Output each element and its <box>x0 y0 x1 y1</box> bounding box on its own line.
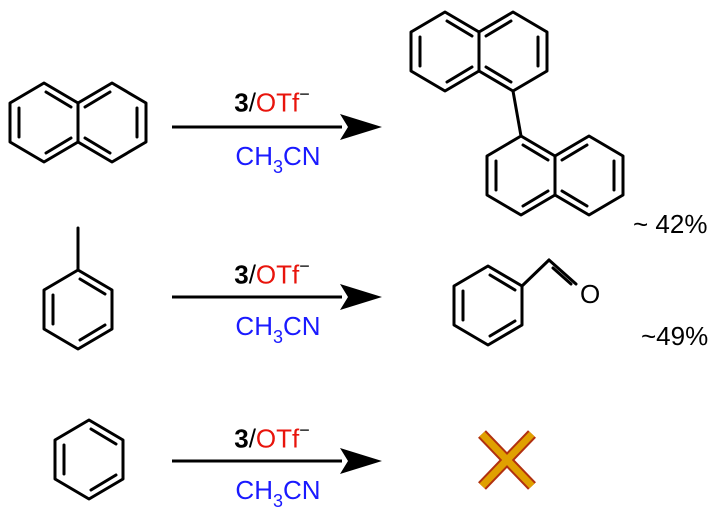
reagent-charge: − <box>299 256 310 276</box>
solvent-pre: CH <box>235 141 273 171</box>
cross-icon <box>478 430 536 490</box>
solvent-label-1: CH3CN <box>178 142 378 179</box>
reagent-number: 3 <box>234 87 249 118</box>
reagent-slash: / <box>248 259 256 290</box>
solvent-sub: 3 <box>272 157 283 178</box>
yield-label-1: ~ 42% <box>633 209 708 239</box>
arrowhead-2 <box>340 284 382 310</box>
reagent-label-1: 3/OTf− <box>172 82 372 117</box>
reagent-anion: OTf <box>255 87 300 118</box>
arrowhead-3 <box>340 448 382 474</box>
naphthalene-structure <box>8 81 148 164</box>
benzene-structure <box>53 418 125 501</box>
reagent-number: 3 <box>234 259 249 290</box>
yield-label-2: ~49% <box>641 321 709 351</box>
reagent-charge: − <box>299 420 310 440</box>
reagent-anion: OTf <box>255 259 300 290</box>
reagent-number: 3 <box>234 423 249 454</box>
solvent-sub: 3 <box>272 491 283 512</box>
toluene-structure <box>42 226 114 351</box>
solvent-pre: CH <box>235 311 273 341</box>
reagent-charge: − <box>299 84 310 104</box>
benzaldehyde-structure <box>452 258 578 347</box>
arrowhead-1 <box>340 114 382 140</box>
reagent-label-2: 3/OTf− <box>172 254 372 289</box>
reagent-slash: / <box>248 423 256 454</box>
solvent-pre: CH <box>235 475 273 505</box>
solvent-sub: 3 <box>272 327 283 348</box>
solvent-post: CN <box>283 141 321 171</box>
solvent-label-3: CH3CN <box>178 476 378 513</box>
binaphthyl-structure <box>409 10 625 217</box>
oxygen-atom-label: O <box>580 279 601 309</box>
solvent-post: CN <box>283 475 321 505</box>
solvent-post: CN <box>283 311 321 341</box>
reagent-anion: OTf <box>255 423 300 454</box>
solvent-label-2: CH3CN <box>178 312 378 349</box>
reagent-slash: / <box>248 87 256 118</box>
reagent-label-3: 3/OTf− <box>172 418 372 453</box>
